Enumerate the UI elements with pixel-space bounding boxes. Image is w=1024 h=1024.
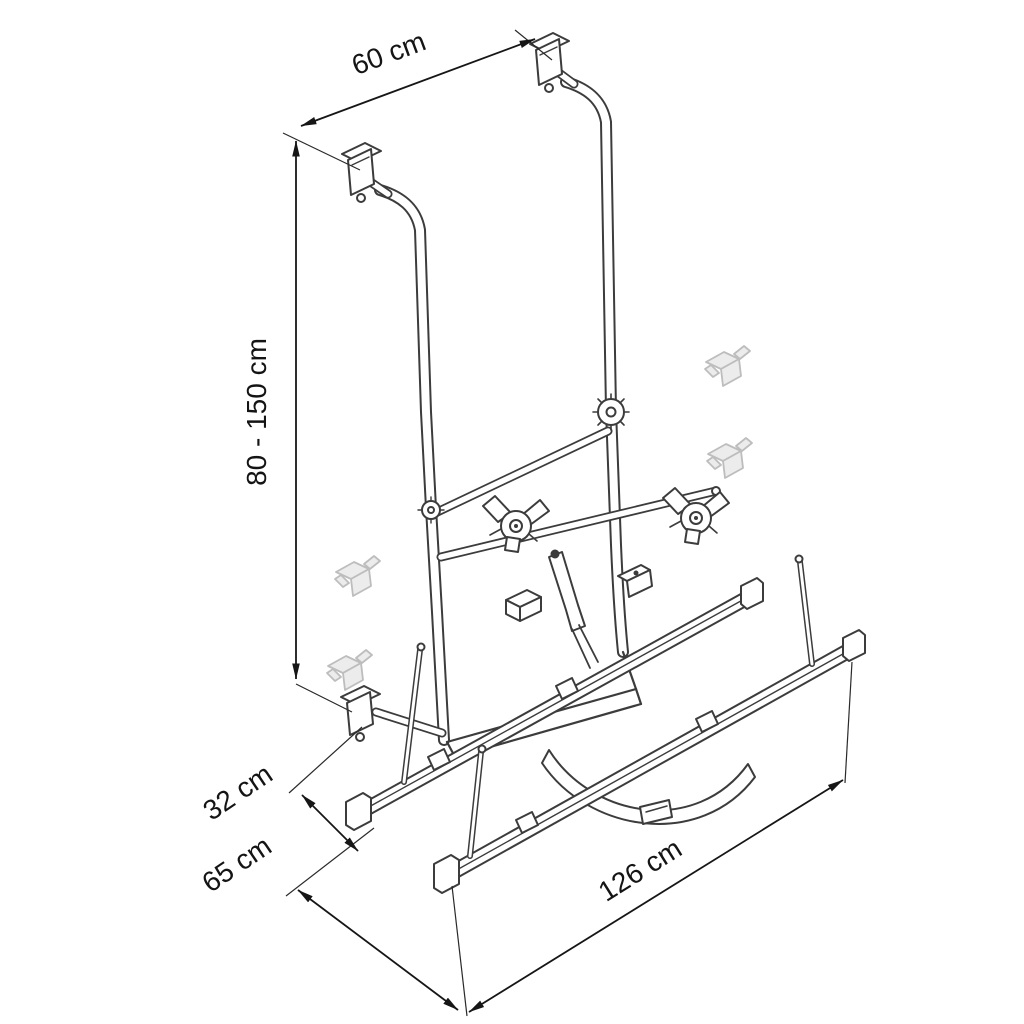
wheel-holder-left — [482, 495, 550, 553]
dimension-126cm-label: 126 cm — [593, 832, 687, 907]
upper-mount-bracket-left — [341, 142, 393, 203]
dimension-126cm-line — [468, 779, 844, 1013]
dimension-65cm-line — [297, 889, 459, 1011]
dimension-32cm-line — [301, 794, 359, 852]
mount-ghost-icon — [704, 345, 751, 387]
mount-ghost-icon — [326, 649, 373, 691]
dimension-lines — [282, 29, 853, 1017]
frame-pad — [505, 589, 542, 622]
dimension-80-150cm-label: 80 - 150 cm — [241, 338, 272, 486]
wheel-holder-right — [662, 487, 730, 545]
mount-ghost-icon — [334, 555, 381, 597]
mount-ghost-icon — [706, 437, 753, 479]
adjustment-knob-right — [592, 393, 630, 431]
right-upright-tube — [560, 76, 629, 658]
left-upright-tube — [374, 184, 450, 746]
inner-rail — [345, 577, 764, 831]
bike-rack-drawing — [326, 32, 866, 894]
dimension-60cm-label: 60 cm — [348, 25, 430, 81]
frame-clamp — [617, 564, 653, 598]
upper-crossbar — [428, 426, 613, 519]
upper-mount-bracket-right — [529, 32, 579, 93]
dimension-65cm-label: 65 cm — [196, 830, 277, 898]
tube-collar-left — [417, 496, 445, 524]
dimension-60cm-line — [300, 38, 536, 127]
dimension-32cm-label: 32 cm — [197, 758, 278, 826]
tension-lever — [548, 549, 599, 669]
